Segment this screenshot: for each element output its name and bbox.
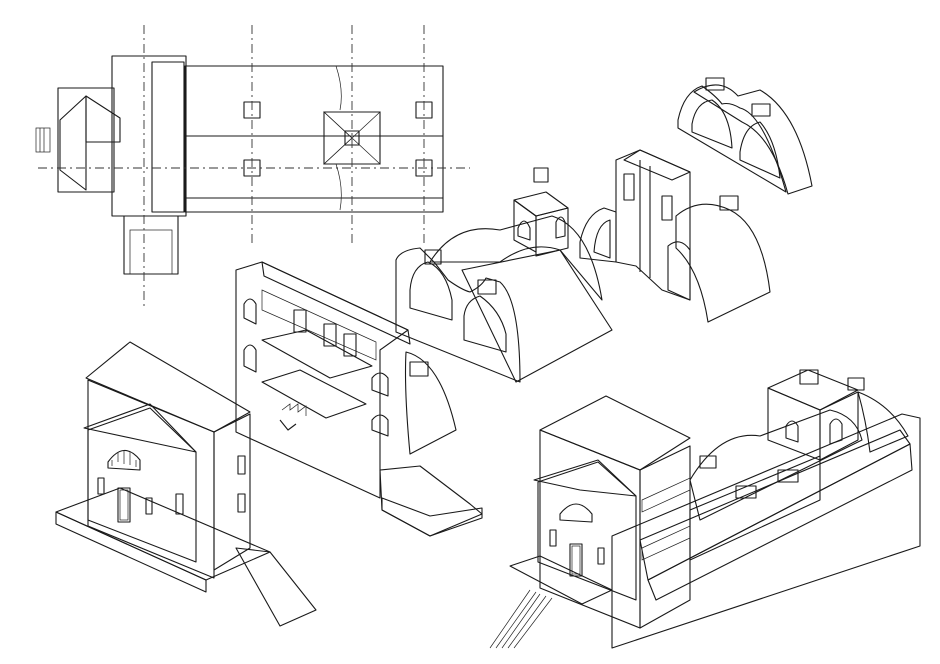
complex-steps [489,589,553,649]
plan-stair-wing [123,215,179,275]
tower-vault-section [579,149,771,323]
plan-vault-shadow [184,197,444,213]
cut-floor-upper [261,329,373,379]
front-door [117,487,131,523]
plan-entrance-roof-shade [59,95,87,191]
vault-section-face [395,247,521,383]
plan-main-block [111,55,187,217]
plan-vault-upper [184,65,444,137]
front-entrance-block [87,407,197,563]
front-lunette-window [107,449,141,471]
vault-fragment [677,77,813,195]
plan-entrance-block [57,87,115,193]
cut-attached-vault [404,351,457,455]
cut-stair [281,403,307,416]
plan-entrance-roof [85,95,121,143]
tower-window [517,220,531,241]
complex-lunette-window [559,503,593,523]
double-vault-section [395,167,613,383]
sectioned-block-axonometric [235,261,483,537]
tower-chimney [533,167,549,183]
front-main-roof [85,341,251,433]
plan-stair-wing-inner [129,229,173,275]
tower-roof [513,191,569,217]
complex-front-roof [539,395,691,471]
fragment-section-face [677,85,787,193]
complex-main-vault [689,409,863,521]
plan-main-ridge [151,61,185,213]
complex-tower-roof [767,369,859,411]
cut-floor-middle [261,369,367,419]
roof-plan [35,25,470,310]
front-ramp [235,547,317,627]
complex-base-wall [611,413,921,649]
complex-door [569,543,583,577]
plan-vault-lower [184,135,444,199]
front-block-axonometric [55,341,317,627]
cut-ramp [379,465,483,537]
complex-axonometric-section [489,369,921,649]
plan-steps [35,127,51,153]
vault-barrel-top [429,215,603,301]
